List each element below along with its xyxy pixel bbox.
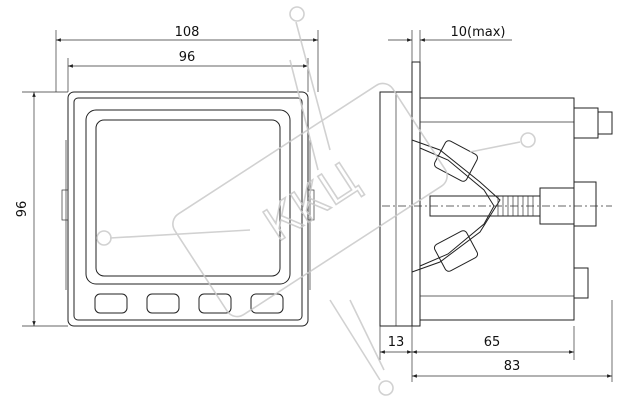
dim-depth-max: 10(max) — [388, 25, 512, 62]
bracket-plate-bottom — [433, 230, 479, 272]
front-button-2 — [146, 293, 180, 314]
dim-inner-width: 96 — [67, 50, 309, 92]
dim-height-label: 96 — [15, 201, 30, 218]
dim-outer-width: 108 — [55, 25, 319, 92]
dim-panel-thickness-label: 13 — [388, 335, 405, 350]
rear-terminal-bottom — [573, 267, 589, 299]
front-button-3 — [198, 293, 232, 314]
watermark-frame — [172, 82, 448, 318]
left-clip — [61, 189, 69, 221]
dim-height: 96 — [15, 91, 68, 327]
side-view — [379, 61, 613, 327]
watermark: ККЦ — [96, 6, 536, 396]
side-flange — [411, 61, 421, 327]
dim-panel-and-body: 13 65 — [379, 300, 613, 382]
watermark-circle-bottom — [378, 380, 394, 396]
dim-outer-width-label: 108 — [175, 25, 200, 40]
dim-total-depth: 83 — [412, 359, 612, 378]
dim-inner-width-label: 96 — [179, 50, 196, 65]
dim-body-depth-label: 65 — [484, 335, 501, 350]
rear-terminal-mid — [573, 181, 597, 227]
dim-total-depth-label: 83 — [504, 359, 521, 374]
rear-terminal-top — [573, 107, 599, 139]
display-screen-frame — [85, 109, 291, 285]
side-body — [419, 97, 575, 321]
watermark-circle-right — [520, 132, 536, 148]
watermark-text: ККЦ — [254, 152, 368, 252]
bracket-plate-top — [433, 140, 479, 182]
front-button-4 — [250, 293, 284, 314]
watermark-circle-left — [96, 230, 112, 246]
watermark-circle-top — [289, 6, 305, 22]
right-clip — [307, 189, 315, 221]
rear-terminal-top-end — [597, 111, 613, 135]
display-screen — [95, 119, 281, 277]
front-button-1 — [94, 293, 128, 314]
front-view — [61, 91, 315, 327]
dim-depth-max-label: 10(max) — [450, 25, 505, 40]
front-bezel-inner — [73, 97, 303, 321]
mounting-bracket — [411, 139, 501, 273]
